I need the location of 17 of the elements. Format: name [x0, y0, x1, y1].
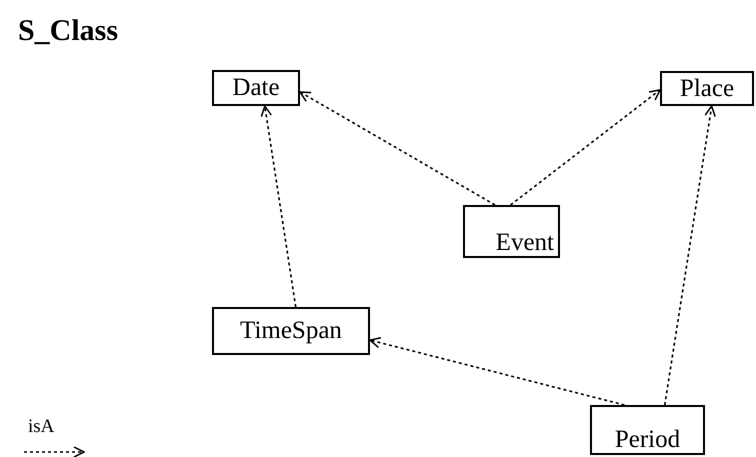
diagram-title: S_Class	[18, 14, 118, 48]
class-box	[590, 405, 705, 455]
class-name: Date	[232, 74, 280, 102]
isa-arrow	[510, 89, 661, 206]
class-box	[463, 205, 560, 258]
legend-label: isA	[28, 416, 54, 438]
isa-arrow	[260, 105, 297, 308]
class-name: Period	[614, 426, 680, 453]
class-name: Place	[680, 74, 734, 102]
isa-arrow	[299, 91, 496, 206]
class-name: Event	[496, 228, 554, 256]
isa-arrow	[664, 105, 716, 406]
class-name: TimeSpan	[240, 317, 342, 345]
class-box	[212, 307, 370, 355]
class-box	[212, 70, 300, 106]
isa-arrow	[369, 337, 625, 406]
class-box	[660, 71, 754, 106]
